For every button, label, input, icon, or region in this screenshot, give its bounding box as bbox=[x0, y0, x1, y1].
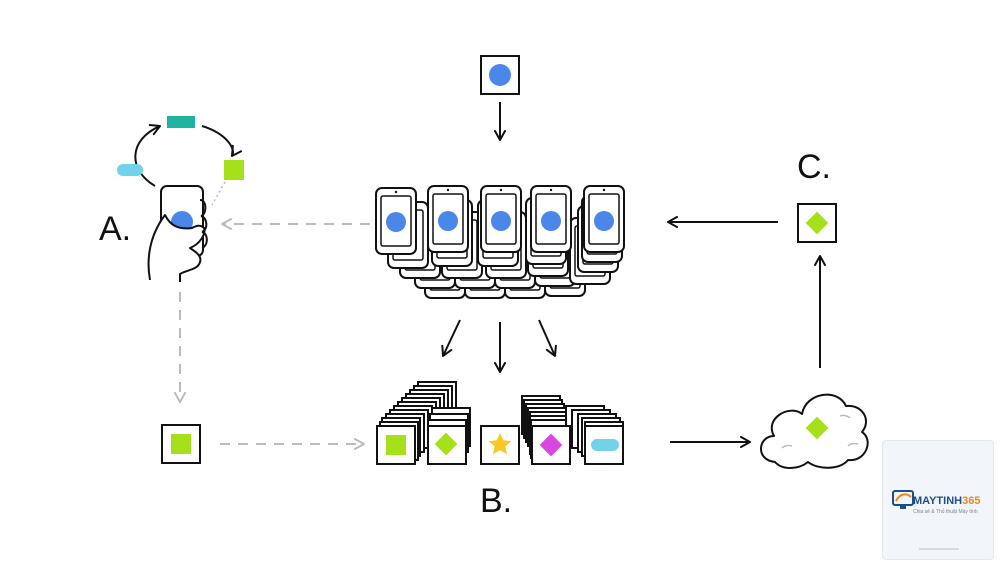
label-b: B. bbox=[480, 482, 512, 520]
consensus-update-card bbox=[797, 203, 837, 243]
card-lime-square bbox=[376, 425, 416, 465]
cycle-arrows-icon bbox=[117, 116, 244, 206]
card-cyan-pill bbox=[584, 425, 624, 465]
monitor-logo-icon bbox=[892, 490, 914, 509]
watermark-brand: MAYTINH365 bbox=[913, 495, 981, 507]
cloud-icon bbox=[760, 393, 869, 469]
card-yellow-star bbox=[480, 425, 520, 465]
watermark-tagline: Chia sẻ & Thủ thuật Máy tính bbox=[913, 509, 978, 515]
user-update-card bbox=[161, 424, 201, 464]
watermark-divider bbox=[919, 548, 959, 550]
phone-stack-icon bbox=[375, 185, 625, 299]
card-lime-diamond bbox=[427, 425, 467, 465]
watermark-logo: MAYTINH365 Chia sẻ & Thủ thuật Máy tính bbox=[882, 440, 994, 560]
arrow-down-right bbox=[538, 319, 557, 357]
global-model-card bbox=[480, 55, 520, 95]
hand-holding-phone-icon bbox=[147, 185, 208, 282]
label-c: C. bbox=[797, 148, 831, 186]
label-a: A. bbox=[99, 210, 131, 248]
arrow-down-left bbox=[441, 319, 461, 357]
card-magenta-diamond bbox=[531, 425, 571, 465]
